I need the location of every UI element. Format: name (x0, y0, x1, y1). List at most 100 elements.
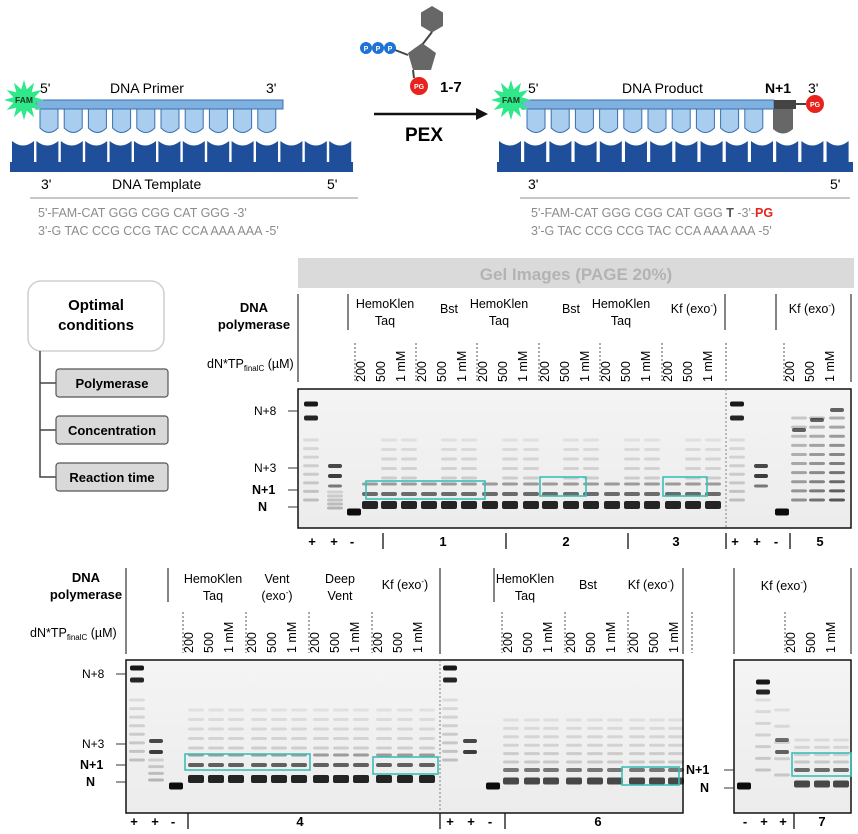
gel-band (583, 448, 599, 451)
gel-band (829, 498, 845, 502)
gel-band (291, 708, 307, 712)
gel-band (503, 726, 519, 730)
conc-value: 200 (538, 361, 552, 382)
nucleotide-tooth (623, 108, 643, 133)
template-tooth (826, 141, 849, 162)
gel-band (624, 448, 640, 451)
gel-band (313, 727, 329, 731)
control-sign: + (779, 814, 787, 829)
polymerase-label: HemoKlen (496, 572, 554, 586)
gel-band (362, 492, 378, 496)
gel-band (419, 763, 435, 767)
template-tooth (36, 141, 59, 162)
gel-band (291, 718, 307, 721)
gel-band (353, 753, 369, 757)
gel-band (624, 492, 640, 496)
gel-top-labels: DNA polymerase dN*TPfinalC (µM) HemoKlen… (207, 294, 852, 382)
gel-band (791, 425, 807, 429)
gel-band (563, 482, 579, 486)
gel-band (313, 718, 329, 721)
gel-band (542, 501, 558, 509)
gel-band (774, 773, 790, 777)
gel-band (649, 777, 665, 785)
condition-label: Concentration (68, 423, 156, 438)
gel-band (228, 746, 244, 750)
gel-band (794, 745, 810, 749)
scheme-left: FAM 5' DNA Primer 3' 3' DNA Template 5' … (4, 80, 358, 238)
gel-band (304, 401, 318, 407)
polymerase-label: Taq (515, 589, 535, 603)
added-nucleotide-stub (774, 100, 796, 109)
gel-band (668, 726, 684, 730)
control-sign: + (151, 814, 159, 829)
gel-band (791, 452, 807, 456)
gel-band (443, 677, 457, 683)
polymerase-label: Deep (325, 572, 355, 586)
fam-star-icon (491, 80, 531, 120)
gel-band (624, 438, 640, 442)
gel-band (587, 718, 603, 722)
gel-band (401, 467, 417, 470)
nucleotide-tooth (574, 108, 594, 133)
gel-band (607, 735, 623, 739)
gel-band (503, 777, 519, 785)
gel-band (502, 457, 518, 461)
gel-band (129, 715, 145, 719)
gel-band (271, 763, 287, 767)
gel-band (461, 457, 477, 461)
gel-band (729, 489, 745, 493)
polymerase-label: Bst (440, 302, 459, 316)
gel-band (148, 778, 164, 782)
gel-band (833, 768, 849, 772)
gel-band (607, 760, 623, 764)
gel-band (754, 484, 768, 488)
dna-polymerase-label: polymerase (50, 587, 122, 602)
nucleotide-tooth (647, 108, 667, 133)
gel-band (685, 448, 701, 451)
polymerase-label: (exo-) (261, 588, 292, 603)
nucleotide-tooth (671, 108, 691, 133)
gel-band (583, 492, 599, 496)
gel-band (607, 768, 623, 772)
gel-band (543, 718, 559, 722)
gel-band (563, 467, 579, 470)
gel-band (685, 438, 701, 442)
gel-image-bottom-left (125, 659, 684, 814)
conc-value: 200 (599, 361, 613, 382)
arrow-head-icon (476, 108, 488, 120)
compound-number: 1 (439, 534, 446, 549)
gel-band (665, 501, 681, 509)
conc-value: 200 (245, 632, 259, 653)
gel-band (607, 726, 623, 730)
template-teeth (12, 141, 352, 162)
gel-band (523, 438, 539, 442)
gel-band (524, 735, 540, 739)
template-tooth (231, 141, 254, 162)
gel-band (208, 718, 224, 721)
band-label: N+1 (80, 758, 103, 772)
gel-band (401, 482, 417, 486)
gel-band (810, 418, 824, 422)
gel-band (809, 480, 825, 484)
gel-band (502, 501, 518, 509)
gel-band (587, 726, 603, 730)
gel-band (397, 746, 413, 750)
gel-band (629, 743, 645, 747)
gel-band (461, 448, 477, 451)
gel-band (353, 727, 369, 731)
gel-band (829, 489, 845, 493)
gel-band (583, 457, 599, 461)
gel-band (665, 492, 681, 496)
gel-band (502, 492, 518, 496)
gel-band (441, 492, 457, 496)
gel-band (442, 749, 458, 753)
conc-value: 200 (371, 632, 385, 653)
conc-value: 1 mM (823, 351, 837, 382)
gel-band (729, 455, 745, 459)
template-tooth (207, 141, 230, 162)
gel-br-compound-row: -++7 (743, 813, 826, 829)
gel-band (794, 780, 810, 788)
gel-band (502, 438, 518, 442)
